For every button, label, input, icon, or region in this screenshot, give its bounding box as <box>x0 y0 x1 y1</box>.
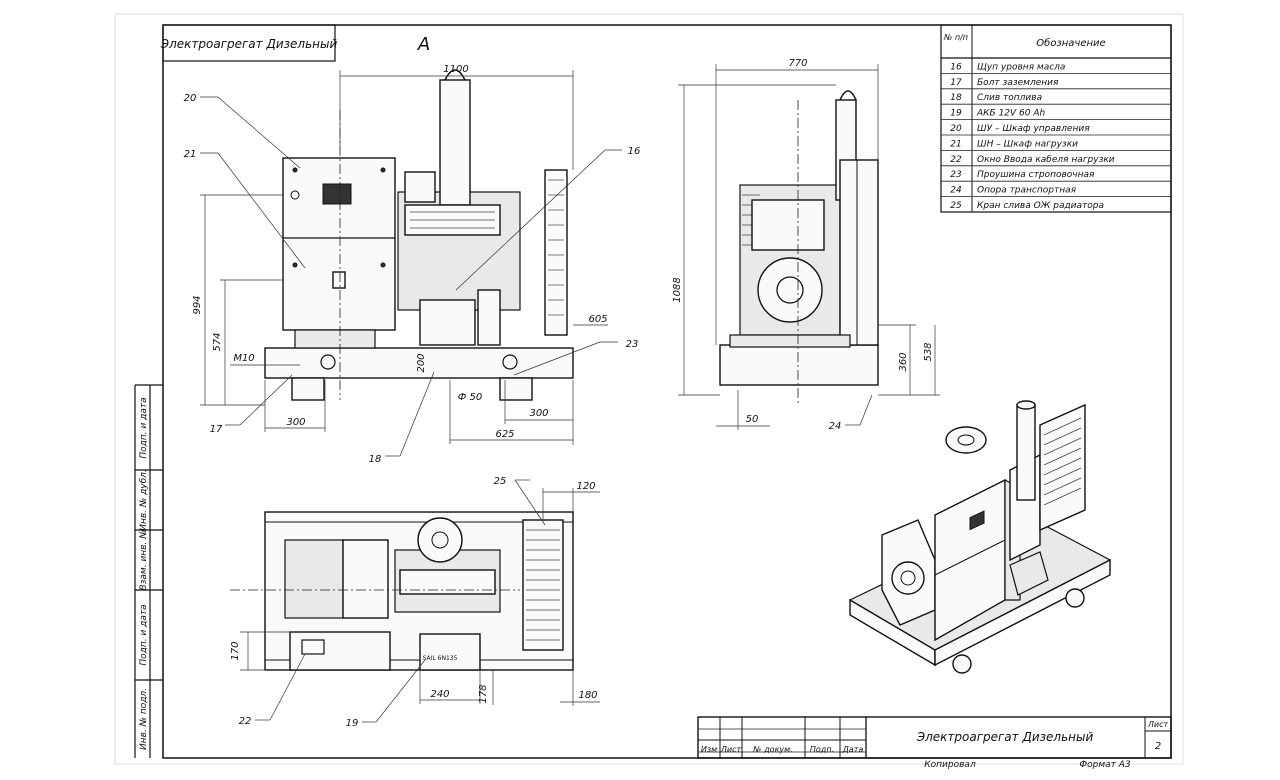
dim-50: 50 <box>746 414 759 425</box>
stamp-header-3: № докум. <box>752 745 792 754</box>
legend-col-name: Обозначение <box>1036 37 1105 49</box>
callout-16: 16 <box>628 146 641 157</box>
side-label-1: Подп. и дата <box>139 397 149 458</box>
legend-row-name: Проушина строповочная <box>977 170 1095 180</box>
legend-row-number: 19 <box>950 109 962 119</box>
side-view: 770 1088 360 538 50 24 <box>672 58 940 432</box>
stamp-header-1: Изм <box>701 745 717 754</box>
dim-300-left: 300 <box>286 417 305 428</box>
callout-18: 18 <box>369 454 382 465</box>
dim-180: 180 <box>578 690 597 701</box>
legend-row-number: 16 <box>950 62 962 72</box>
front-view: 1100 994 574 M10 300 200 605 Ф 50 300 62… <box>184 64 641 465</box>
dim-200: 200 <box>416 353 427 372</box>
callout-19: 19 <box>346 718 359 729</box>
dim-1088: 1088 <box>672 277 683 302</box>
stamp-header-2: Лист <box>720 745 742 754</box>
stamp-header-4: Подп. <box>810 745 834 754</box>
bottom-title: Электроагрегат Дизельный <box>916 730 1094 744</box>
side-label-5: Инв. № подл. <box>139 688 149 750</box>
side-label-4: Подп. и дата <box>139 604 149 665</box>
sheet-label: Лист <box>1147 720 1169 729</box>
callout-23: 23 <box>626 339 639 350</box>
dim-phi50: Ф 50 <box>458 392 483 403</box>
legend-row-number: 20 <box>950 124 962 134</box>
copied-label: Копировал <box>924 760 976 770</box>
legend-row-name: ШУ – Шкаф управления <box>977 124 1090 134</box>
dim-1100: 1100 <box>443 64 468 75</box>
dim-574: 574 <box>212 332 223 351</box>
top-title: Электроагрегат Дизельный <box>160 37 338 51</box>
dim-538: 538 <box>923 342 934 361</box>
top-battery <box>419 633 481 671</box>
dim-994: 994 <box>192 295 203 314</box>
callout-24: 24 <box>829 421 842 432</box>
dim-770: 770 <box>788 58 807 69</box>
top-radiator <box>522 519 564 651</box>
legend-row-name: Болт заземления <box>977 78 1059 88</box>
legend-row-name: Слив топлива <box>977 93 1042 103</box>
iso-exhaust <box>1016 404 1036 501</box>
top-view: SAIL 6N135 120 170 240 178 180 25 22 19 <box>230 476 600 729</box>
dim-605: 605 <box>588 314 607 325</box>
legend-row-name: Опора транспортная <box>977 186 1077 196</box>
legend-table: № п/п Обозначение 16 Щуп уровня масла 17 Бо… <box>940 24 1172 213</box>
legend-row-name: Щуп уровня масла <box>977 62 1065 72</box>
legend-row-number: 23 <box>950 170 962 180</box>
legend-row-number: 25 <box>950 201 962 211</box>
iso-radiator <box>1039 403 1086 532</box>
callout-20: 20 <box>184 93 197 104</box>
callout-21: 21 <box>184 149 197 160</box>
front-skid <box>264 347 574 379</box>
callout-17: 17 <box>210 424 223 435</box>
dim-625: 625 <box>495 429 514 440</box>
drawing-frame <box>162 24 1172 759</box>
dim-300-right: 300 <box>529 408 548 419</box>
sheet-number: 2 <box>1155 741 1161 752</box>
format-label: Формат А3 <box>1079 760 1131 770</box>
title-block: Изм Лист № докум. Подп. Дата Электроагре… <box>697 716 1172 759</box>
radiator <box>544 169 568 336</box>
side-skid <box>719 344 879 386</box>
stamp-header-5: Дата <box>842 745 864 754</box>
dim-m10: M10 <box>233 353 254 364</box>
legend-row-name: АКБ 12V 60 Ah <box>976 109 1046 119</box>
legend-col-num: № п/п <box>943 33 968 42</box>
side-cabinet <box>839 159 879 346</box>
legend-row-name: Кран слива ОЖ радиатора <box>977 201 1104 211</box>
dim-120: 120 <box>576 481 595 492</box>
dim-170: 170 <box>230 641 241 660</box>
legend-row-number: 21 <box>950 139 961 149</box>
side-label-2: Инв. № дубл. <box>139 469 149 531</box>
exhaust-stack <box>439 79 471 206</box>
dim-360: 360 <box>898 352 909 371</box>
dim-178: 178 <box>478 684 489 703</box>
battery-label: SAIL 6N135 <box>423 655 458 662</box>
legend-row-number: 17 <box>950 78 962 88</box>
legend-row-number: 24 <box>950 186 962 196</box>
legend-row-number: 22 <box>950 155 962 165</box>
side-label-3: Взам. инв. № <box>139 529 149 590</box>
top-alternator <box>284 539 344 619</box>
callout-25: 25 <box>494 476 507 487</box>
binding-strip: Подп. и дата Инв. № дубл. Взам. инв. № П… <box>134 384 163 758</box>
callout-22: 22 <box>239 716 252 727</box>
isometric-view <box>848 400 1112 674</box>
top-title-box: Электроагрегат Дизельный <box>160 24 338 62</box>
top-cabinet <box>289 631 391 671</box>
dim-240: 240 <box>430 689 449 700</box>
legend-row-name: Окно Ввода кабеля нагрузки <box>977 155 1115 165</box>
legend-row-name: ШН – Шкаф нагрузки <box>977 139 1078 149</box>
legend-row-number: 18 <box>950 93 962 103</box>
view-label: A <box>417 34 430 55</box>
